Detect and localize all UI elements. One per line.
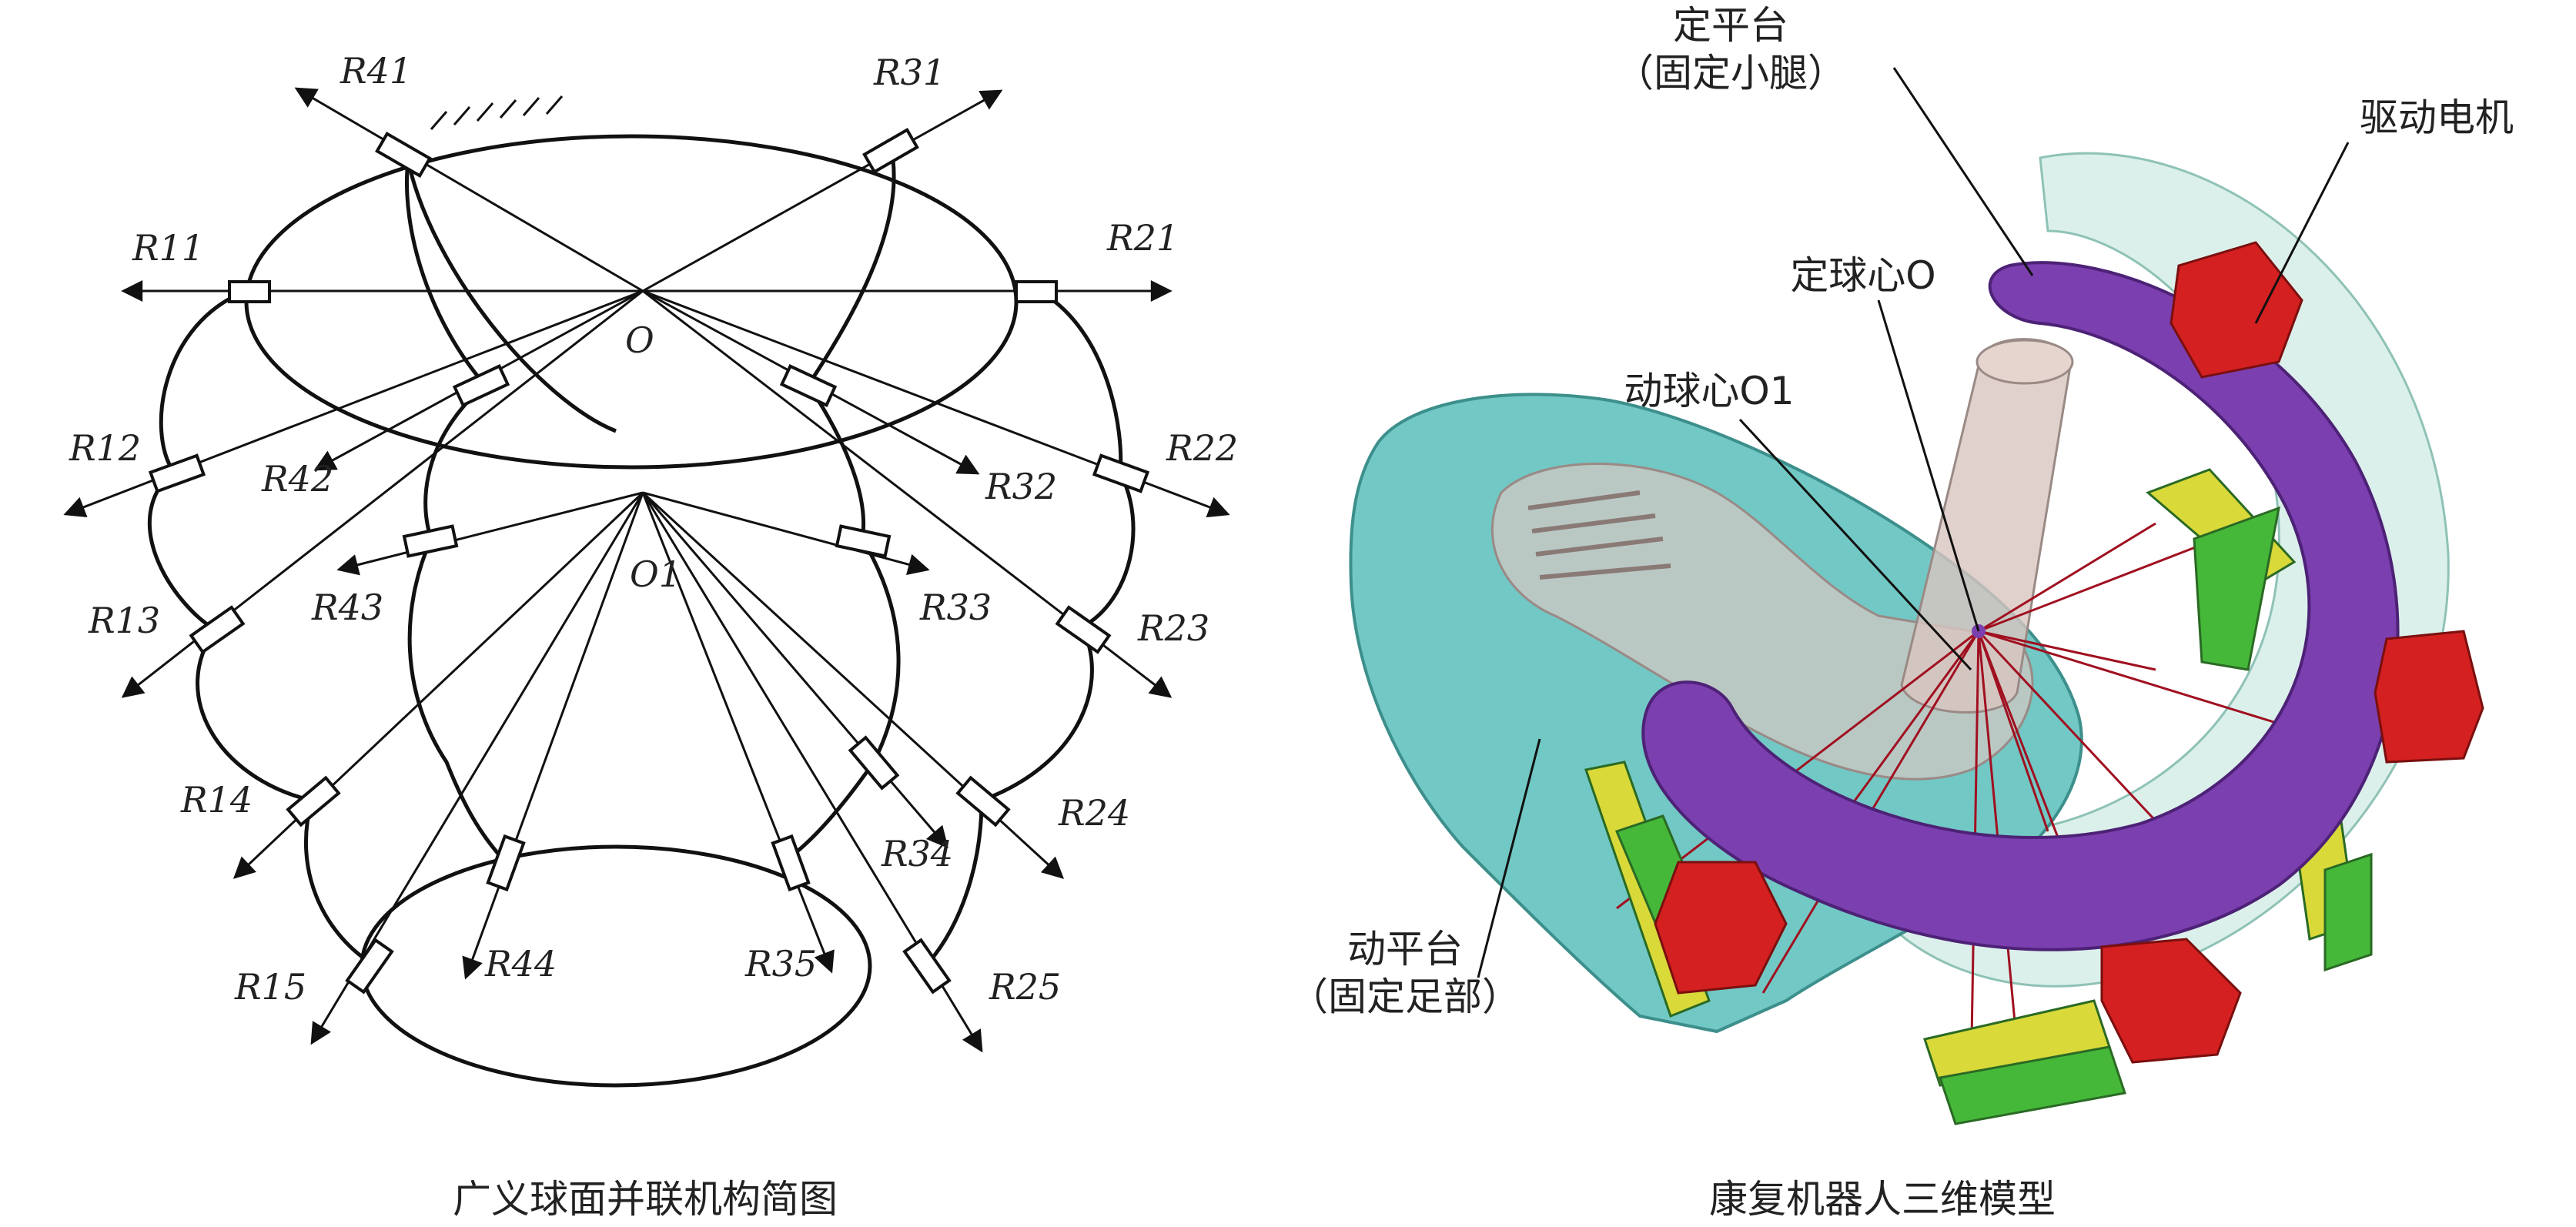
drive-motors bbox=[1654, 241, 2484, 1064]
label-R34: R34 bbox=[881, 833, 953, 874]
label-R41: R41 bbox=[340, 50, 412, 92]
label-fixed-center: 定球心O bbox=[1790, 253, 1935, 298]
label-R23: R23 bbox=[1137, 607, 1209, 649]
label-fixed-platform-note: （固定小腿） bbox=[1615, 51, 1846, 95]
right-caption: 康复机器人三维模型 bbox=[1709, 1177, 2056, 1222]
label-fixed-platform: 定平台 bbox=[1673, 3, 1788, 48]
label-R35: R35 bbox=[744, 943, 817, 985]
label-R22: R22 bbox=[1166, 427, 1238, 469]
label-R33: R33 bbox=[919, 587, 992, 628]
fixed-platform-ring bbox=[1641, 261, 2400, 951]
left-caption: 广义球面并联机构简图 bbox=[453, 1177, 838, 1222]
label-R25: R25 bbox=[989, 966, 1061, 1008]
motor-left bbox=[1654, 861, 1788, 995]
label-R14: R14 bbox=[180, 779, 253, 821]
toe-lines bbox=[1527, 490, 1671, 580]
label-R11: R11 bbox=[132, 227, 204, 269]
motor-right bbox=[2374, 630, 2484, 764]
shank-top bbox=[1975, 339, 2074, 385]
label-R15: R15 bbox=[234, 966, 306, 1008]
label-moving-platform-note: （固定足部） bbox=[1290, 975, 1521, 1019]
leader-lines bbox=[1477, 67, 2350, 978]
label-R43: R43 bbox=[311, 587, 383, 628]
label-R32: R32 bbox=[985, 466, 1057, 507]
label-moving-center: 动球心O1 bbox=[1624, 369, 1794, 413]
motor-bottom bbox=[2100, 938, 2242, 1064]
label-R24: R24 bbox=[1058, 792, 1130, 834]
label-R12: R12 bbox=[69, 427, 141, 469]
label-R13: R13 bbox=[88, 600, 160, 641]
ground-hatch bbox=[430, 95, 564, 130]
label-O: O bbox=[625, 319, 654, 361]
spherical-mechanism-schematic bbox=[63, 87, 1230, 1088]
label-R44: R44 bbox=[484, 943, 557, 985]
label-R31: R31 bbox=[873, 52, 945, 93]
label-drive-motor: 驱动电机 bbox=[2360, 95, 2514, 140]
label-moving-platform: 动平台 bbox=[1347, 927, 1463, 971]
fixed-platform-ellipse bbox=[244, 134, 1019, 470]
label-R42: R42 bbox=[261, 458, 333, 500]
label-O1: O1 bbox=[630, 553, 681, 595]
model-labels: 定平台 （固定小腿） 驱动电机 定球心O 动球心O1 动平台 （固定足部） bbox=[1290, 3, 2514, 1019]
label-R21: R21 bbox=[1106, 217, 1179, 259]
robot-3d-model bbox=[1349, 152, 2484, 1125]
motor-top bbox=[2170, 241, 2303, 379]
rays-from-O bbox=[63, 87, 1230, 698]
revolute-joints bbox=[148, 128, 1150, 995]
schematic-labels: O O1 R41 R31 R11 R21 R12 R22 R42 R32 R43… bbox=[69, 50, 1238, 1008]
